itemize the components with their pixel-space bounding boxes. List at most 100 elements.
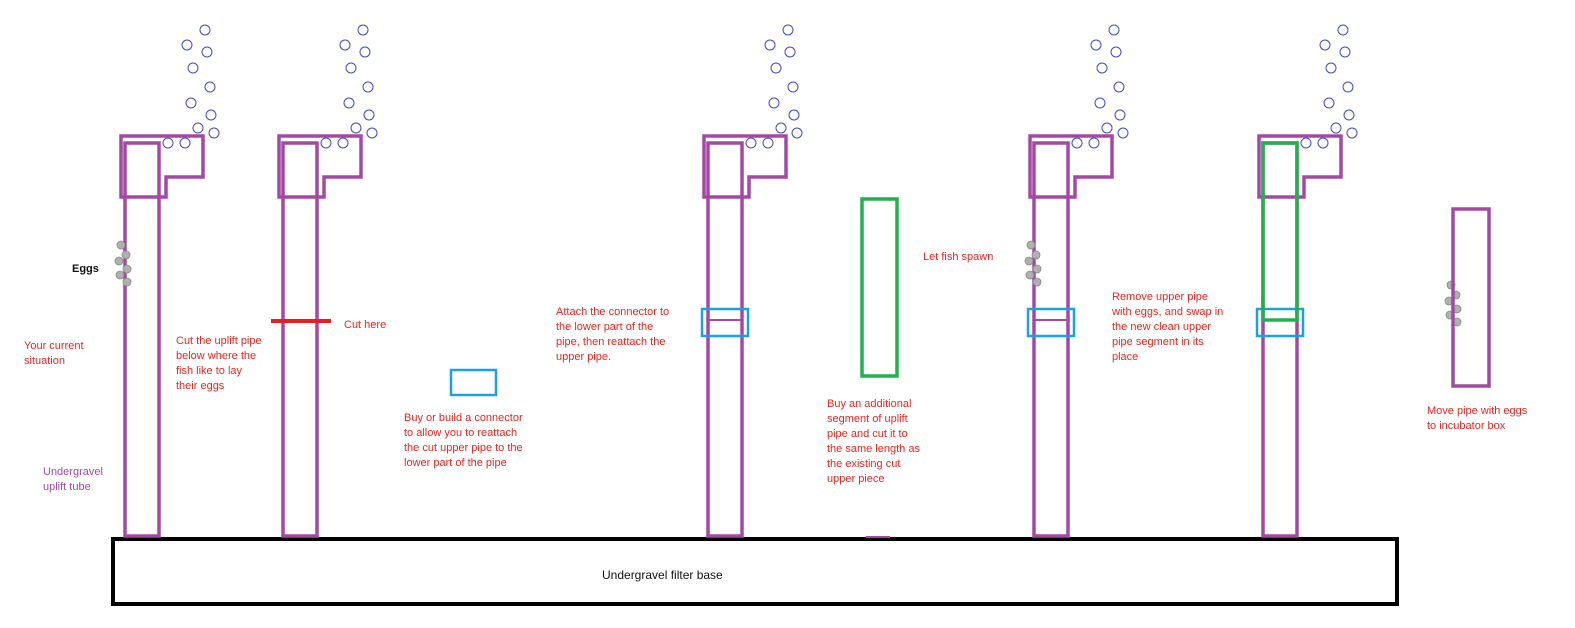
air-bubble (357, 24, 369, 36)
air-bubble (768, 97, 780, 109)
installed-connector-5 (1255, 307, 1305, 338)
uplift-pipe-1 (119, 134, 205, 538)
uplift-pipe-4 (1028, 134, 1114, 538)
cut-instruction-label: Cut the uplift pipe below where the fish… (176, 335, 262, 392)
swapped-pipe-segment (1261, 141, 1299, 322)
air-bubble (1323, 97, 1335, 109)
filter-base-outline (111, 537, 1399, 606)
uplift-tube-label: Undergravel uplift tube (43, 466, 103, 493)
air-bubble (1346, 127, 1358, 139)
air-bubble (366, 127, 378, 139)
egg (1032, 277, 1042, 287)
extras-layer (271, 141, 1491, 538)
air-bubble (784, 46, 796, 58)
air-bubble (1300, 137, 1312, 149)
air-bubble (1088, 137, 1100, 149)
removed-pipe-with-eggs (1451, 207, 1491, 388)
air-bubble (788, 109, 800, 121)
air-bubbles-1 (162, 24, 220, 149)
egg-cluster-1 (114, 240, 132, 287)
let-spawn-label: Let fish spawn (923, 251, 994, 263)
air-bubble (1319, 39, 1331, 51)
air-bubbles-5 (1300, 24, 1358, 149)
air-bubble (350, 122, 362, 134)
eggs-layer (114, 240, 1462, 327)
air-bubble (1342, 81, 1354, 93)
air-bubble (762, 137, 774, 149)
air-bubble (745, 137, 757, 149)
air-bubble (782, 24, 794, 36)
attach-instruction-label: Attach the connector to the lower part o… (556, 306, 670, 363)
uplift-pipe-2 (277, 134, 363, 538)
air-bubble (1337, 24, 1349, 36)
air-bubble (1113, 81, 1125, 93)
filter-base (111, 537, 1399, 606)
air-bubble (181, 39, 193, 51)
egg (114, 256, 124, 266)
egg (1031, 250, 1041, 260)
air-bubble (201, 46, 213, 58)
air-bubble (1096, 62, 1108, 74)
buy-segment-label: Buy an additional segment of uplift pipe… (827, 398, 920, 485)
air-bubble (791, 127, 803, 139)
uplift-pipe-3 (702, 134, 788, 538)
new-pipe-segment (860, 197, 899, 378)
pipe-elbow-2 (277, 134, 363, 199)
egg (1026, 240, 1036, 250)
air-bubble (339, 39, 351, 51)
air-bubble (787, 81, 799, 93)
air-bubble (204, 81, 216, 93)
air-bubble (764, 39, 776, 51)
current-situation-label: Your current situation (24, 340, 84, 367)
egg (122, 264, 132, 274)
egg (116, 240, 126, 250)
air-bubble (162, 137, 174, 149)
egg-cluster-2 (1024, 240, 1042, 287)
air-bubble (1117, 127, 1129, 139)
air-bubble (345, 62, 357, 74)
egg (1025, 270, 1035, 280)
egg (1032, 264, 1042, 274)
air-bubble (205, 109, 217, 121)
air-bubble (1108, 24, 1120, 36)
air-bubble (1343, 109, 1355, 121)
air-bubble (1114, 109, 1126, 121)
air-bubble (1094, 97, 1106, 109)
air-bubble (362, 81, 374, 93)
air-bubble (187, 62, 199, 74)
egg (115, 270, 125, 280)
pipe-tube-5 (1261, 141, 1299, 538)
pipe-tube-1 (123, 141, 161, 538)
bubbles-layer (162, 24, 1358, 149)
air-bubble (199, 24, 211, 36)
pipe-tube-2 (281, 141, 319, 538)
swap-instruction-label: Remove upper pipe with eggs, and swap in… (1112, 291, 1224, 363)
air-bubble (1071, 137, 1083, 149)
air-bubble (1330, 122, 1342, 134)
air-bubble (1325, 62, 1337, 74)
air-bubble (179, 137, 191, 149)
air-bubble (337, 137, 349, 149)
connector-piece (449, 368, 498, 397)
air-bubble (775, 122, 787, 134)
pipe-elbow-1 (119, 134, 205, 199)
egg (1024, 256, 1034, 266)
installed-connector-3 (700, 307, 750, 338)
pipe-elbow-5 (1257, 134, 1343, 199)
connector-instruction-label: Buy or build a connector to allow you to… (404, 412, 523, 469)
eggs-label: Eggs (72, 263, 99, 275)
air-bubble (363, 109, 375, 121)
pipe-elbow-3 (702, 134, 788, 199)
filter-base-label: Undergravel filter base (602, 568, 723, 582)
air-bubbles-3 (745, 24, 803, 149)
pipe-elbow-4 (1028, 134, 1114, 199)
installed-connector-4 (1026, 307, 1076, 338)
air-bubble (320, 137, 332, 149)
air-bubble (192, 122, 204, 134)
air-bubble (208, 127, 220, 139)
air-bubble (1339, 46, 1351, 58)
air-bubble (1101, 122, 1113, 134)
air-bubble (359, 46, 371, 58)
